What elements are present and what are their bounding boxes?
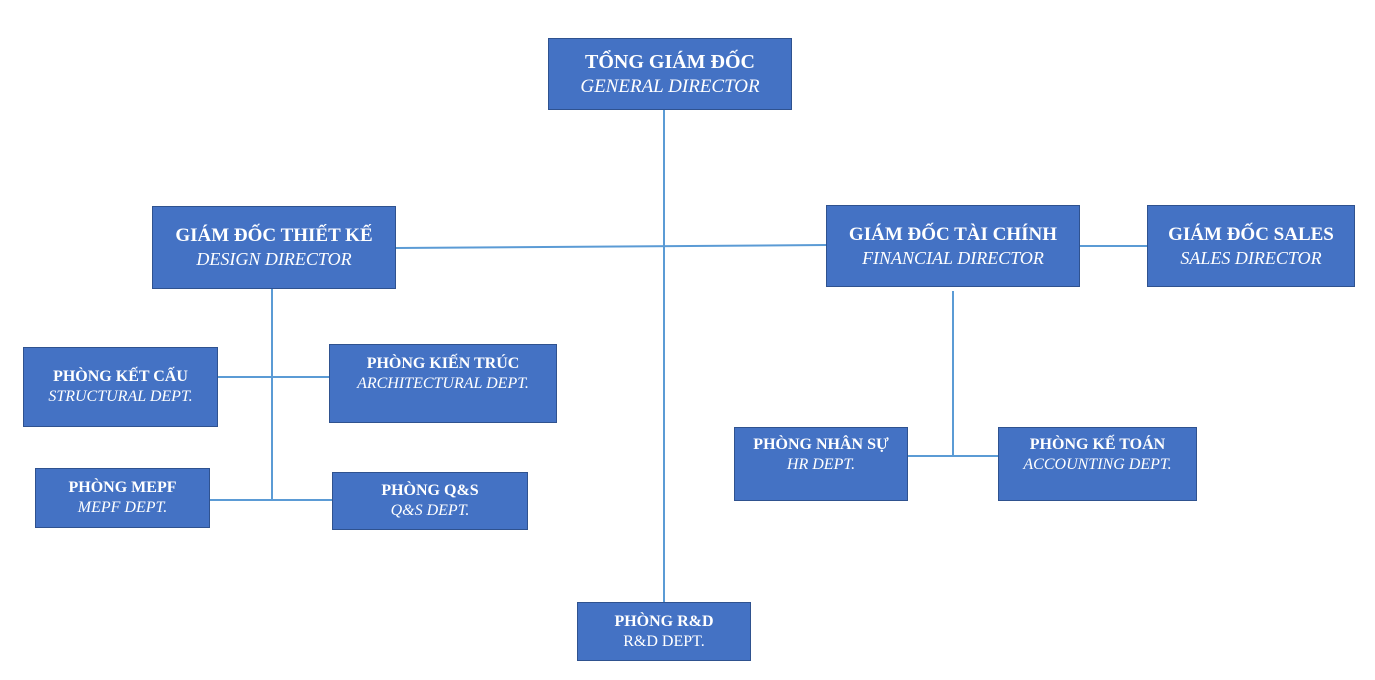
node-subtitle: HR DEPT. <box>786 456 856 473</box>
node-rnd-dept: PHÒNG R&D R&D DEPT. <box>577 602 751 661</box>
node-subtitle: DESIGN DIRECTOR <box>196 249 352 270</box>
node-title: GIÁM ĐỐC THIẾT KẾ <box>175 225 373 247</box>
node-financial-director: GIÁM ĐỐC TÀI CHÍNH FINANCIAL DIRECTOR <box>826 205 1080 287</box>
node-structural-dept: PHÒNG KẾT CẤU STRUCTURAL DEPT. <box>23 347 218 427</box>
node-subtitle: R&D DEPT. <box>623 632 705 650</box>
node-title: PHÒNG KIẾN TRÚC <box>366 354 520 372</box>
node-architectural-dept: PHÒNG KIẾN TRÚC ARCHITECTURAL DEPT. <box>329 344 557 423</box>
node-title: PHÒNG R&D <box>614 612 714 630</box>
node-title: TỔNG GIÁM ĐỐC <box>585 50 755 73</box>
node-hr-dept: PHÒNG NHÂN SỰ HR DEPT. <box>734 427 908 501</box>
node-subtitle: FINANCIAL DIRECTOR <box>862 247 1044 268</box>
node-subtitle: Q&S DEPT. <box>390 502 470 519</box>
node-title: PHÒNG KẾ TOÁN <box>1029 436 1166 453</box>
node-subtitle: SALES DIRECTOR <box>1180 247 1322 268</box>
node-subtitle: ARCHITECTURAL DEPT. <box>357 374 529 392</box>
node-subtitle: MEPF DEPT. <box>77 499 168 516</box>
node-subtitle: ACCOUNTING DEPT. <box>1023 456 1172 473</box>
node-title: PHÒNG Q&S <box>381 482 479 499</box>
node-general-director: TỔNG GIÁM ĐỐC GENERAL DIRECTOR <box>548 38 792 110</box>
node-sales-director: GIÁM ĐỐC SALES SALES DIRECTOR <box>1147 205 1355 287</box>
node-accounting-dept: PHÒNG KẾ TOÁN ACCOUNTING DEPT. <box>998 427 1197 501</box>
node-subtitle: GENERAL DIRECTOR <box>580 75 760 97</box>
node-subtitle: STRUCTURAL DEPT. <box>48 388 193 405</box>
node-title: PHÒNG KẾT CẤU <box>53 368 188 385</box>
node-qs-dept: PHÒNG Q&S Q&S DEPT. <box>332 472 528 530</box>
node-title: GIÁM ĐỐC TÀI CHÍNH <box>848 223 1058 245</box>
node-title: PHÒNG NHÂN SỰ <box>753 436 889 453</box>
node-mepf-dept: PHÒNG MEPF MEPF DEPT. <box>35 468 210 528</box>
node-title: PHÒNG MEPF <box>68 479 177 496</box>
connector-design-financial <box>395 244 827 249</box>
node-design-director: GIÁM ĐỐC THIẾT KẾ DESIGN DIRECTOR <box>152 206 396 289</box>
node-title: GIÁM ĐỐC SALES <box>1168 223 1334 245</box>
